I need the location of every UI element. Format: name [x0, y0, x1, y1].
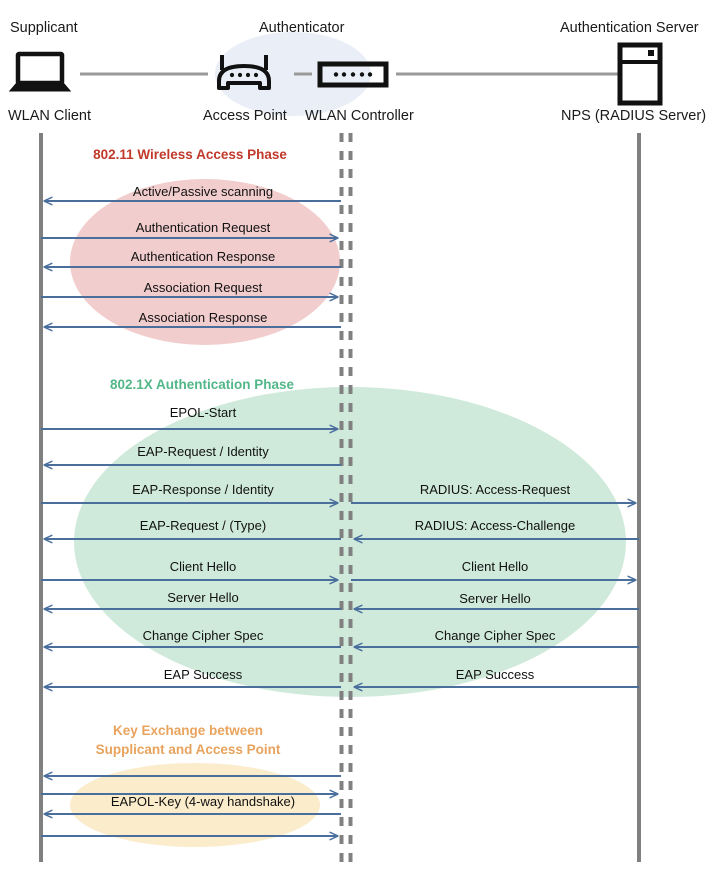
phase-title-802-11: 802.11 Wireless Access Phase: [93, 147, 287, 162]
label-client-hello-left: Client Hello: [169, 559, 237, 574]
label-association-request: Association Request: [143, 280, 263, 295]
phase-802-11-ellipse: [70, 179, 340, 345]
phase-802-1x-arrows-right: [351, 503, 639, 687]
label-eap-success-left: EAP Success: [163, 667, 243, 682]
label-radius-access-request: RADIUS: Access-Request: [419, 482, 571, 497]
phase-802-1x-ellipse: [74, 387, 626, 697]
phase-title-key-exchange-line1: Key Exchange between: [112, 723, 264, 738]
label-change-cipher-spec-right: Change Cipher Spec: [434, 628, 556, 643]
phase-802-11-arrows: [41, 201, 341, 327]
label-association-response: Association Response: [138, 310, 268, 325]
label-eap-success-right: EAP Success: [455, 667, 535, 682]
wireless-router-icon: [217, 55, 271, 90]
label-active-passive-scanning: Active/Passive scanning: [132, 184, 274, 199]
label-change-cipher-spec-left: Change Cipher Spec: [142, 628, 264, 643]
actor-role-authentication-server: Authentication Server: [560, 20, 699, 36]
phase-key-exchange-ellipse: [70, 763, 320, 847]
label-epol-start: EPOL-Start: [169, 405, 237, 420]
server-rack-icon: [617, 42, 663, 106]
actor-name-nps-radius-server: NPS (RADIUS Server): [561, 108, 707, 124]
actor-name-access-point: Access Point: [203, 108, 287, 124]
phase-802-1x-arrows-left: [41, 429, 341, 687]
label-server-hello-right: Server Hello: [459, 591, 531, 606]
phase-title-key-exchange-line2: Supplicant and Access Point: [95, 742, 281, 757]
label-server-hello-left: Server Hello: [167, 590, 239, 605]
phase-title-802-1x: 802.1X Authentication Phase: [109, 377, 295, 392]
label-eap-response-identity: EAP-Response / Identity: [132, 482, 274, 497]
label-authentication-request: Authentication Request: [135, 220, 271, 235]
label-eapol-key-4-way-handshake: EAPOL-Key (4-way handshake): [110, 794, 296, 809]
actor-name-wlan-client: WLAN Client: [8, 108, 91, 124]
controller-box-icon: [317, 61, 389, 88]
laptop-icon: [8, 51, 72, 92]
label-client-hello-right: Client Hello: [461, 559, 529, 574]
label-radius-access-challenge: RADIUS: Access-Challenge: [414, 518, 576, 533]
phase-key-exchange-arrows: [41, 776, 341, 836]
authenticator-group-ellipse: [215, 32, 371, 116]
actor-name-wlan-controller: WLAN Controller: [305, 108, 414, 124]
actor-role-supplicant: Supplicant: [10, 20, 78, 36]
label-authentication-response: Authentication Response: [130, 249, 276, 264]
label-eap-request-identity: EAP-Request / Identity: [137, 444, 269, 459]
actor-role-authenticator: Authenticator: [259, 20, 345, 36]
label-eap-request-type: EAP-Request / (Type): [139, 518, 267, 533]
